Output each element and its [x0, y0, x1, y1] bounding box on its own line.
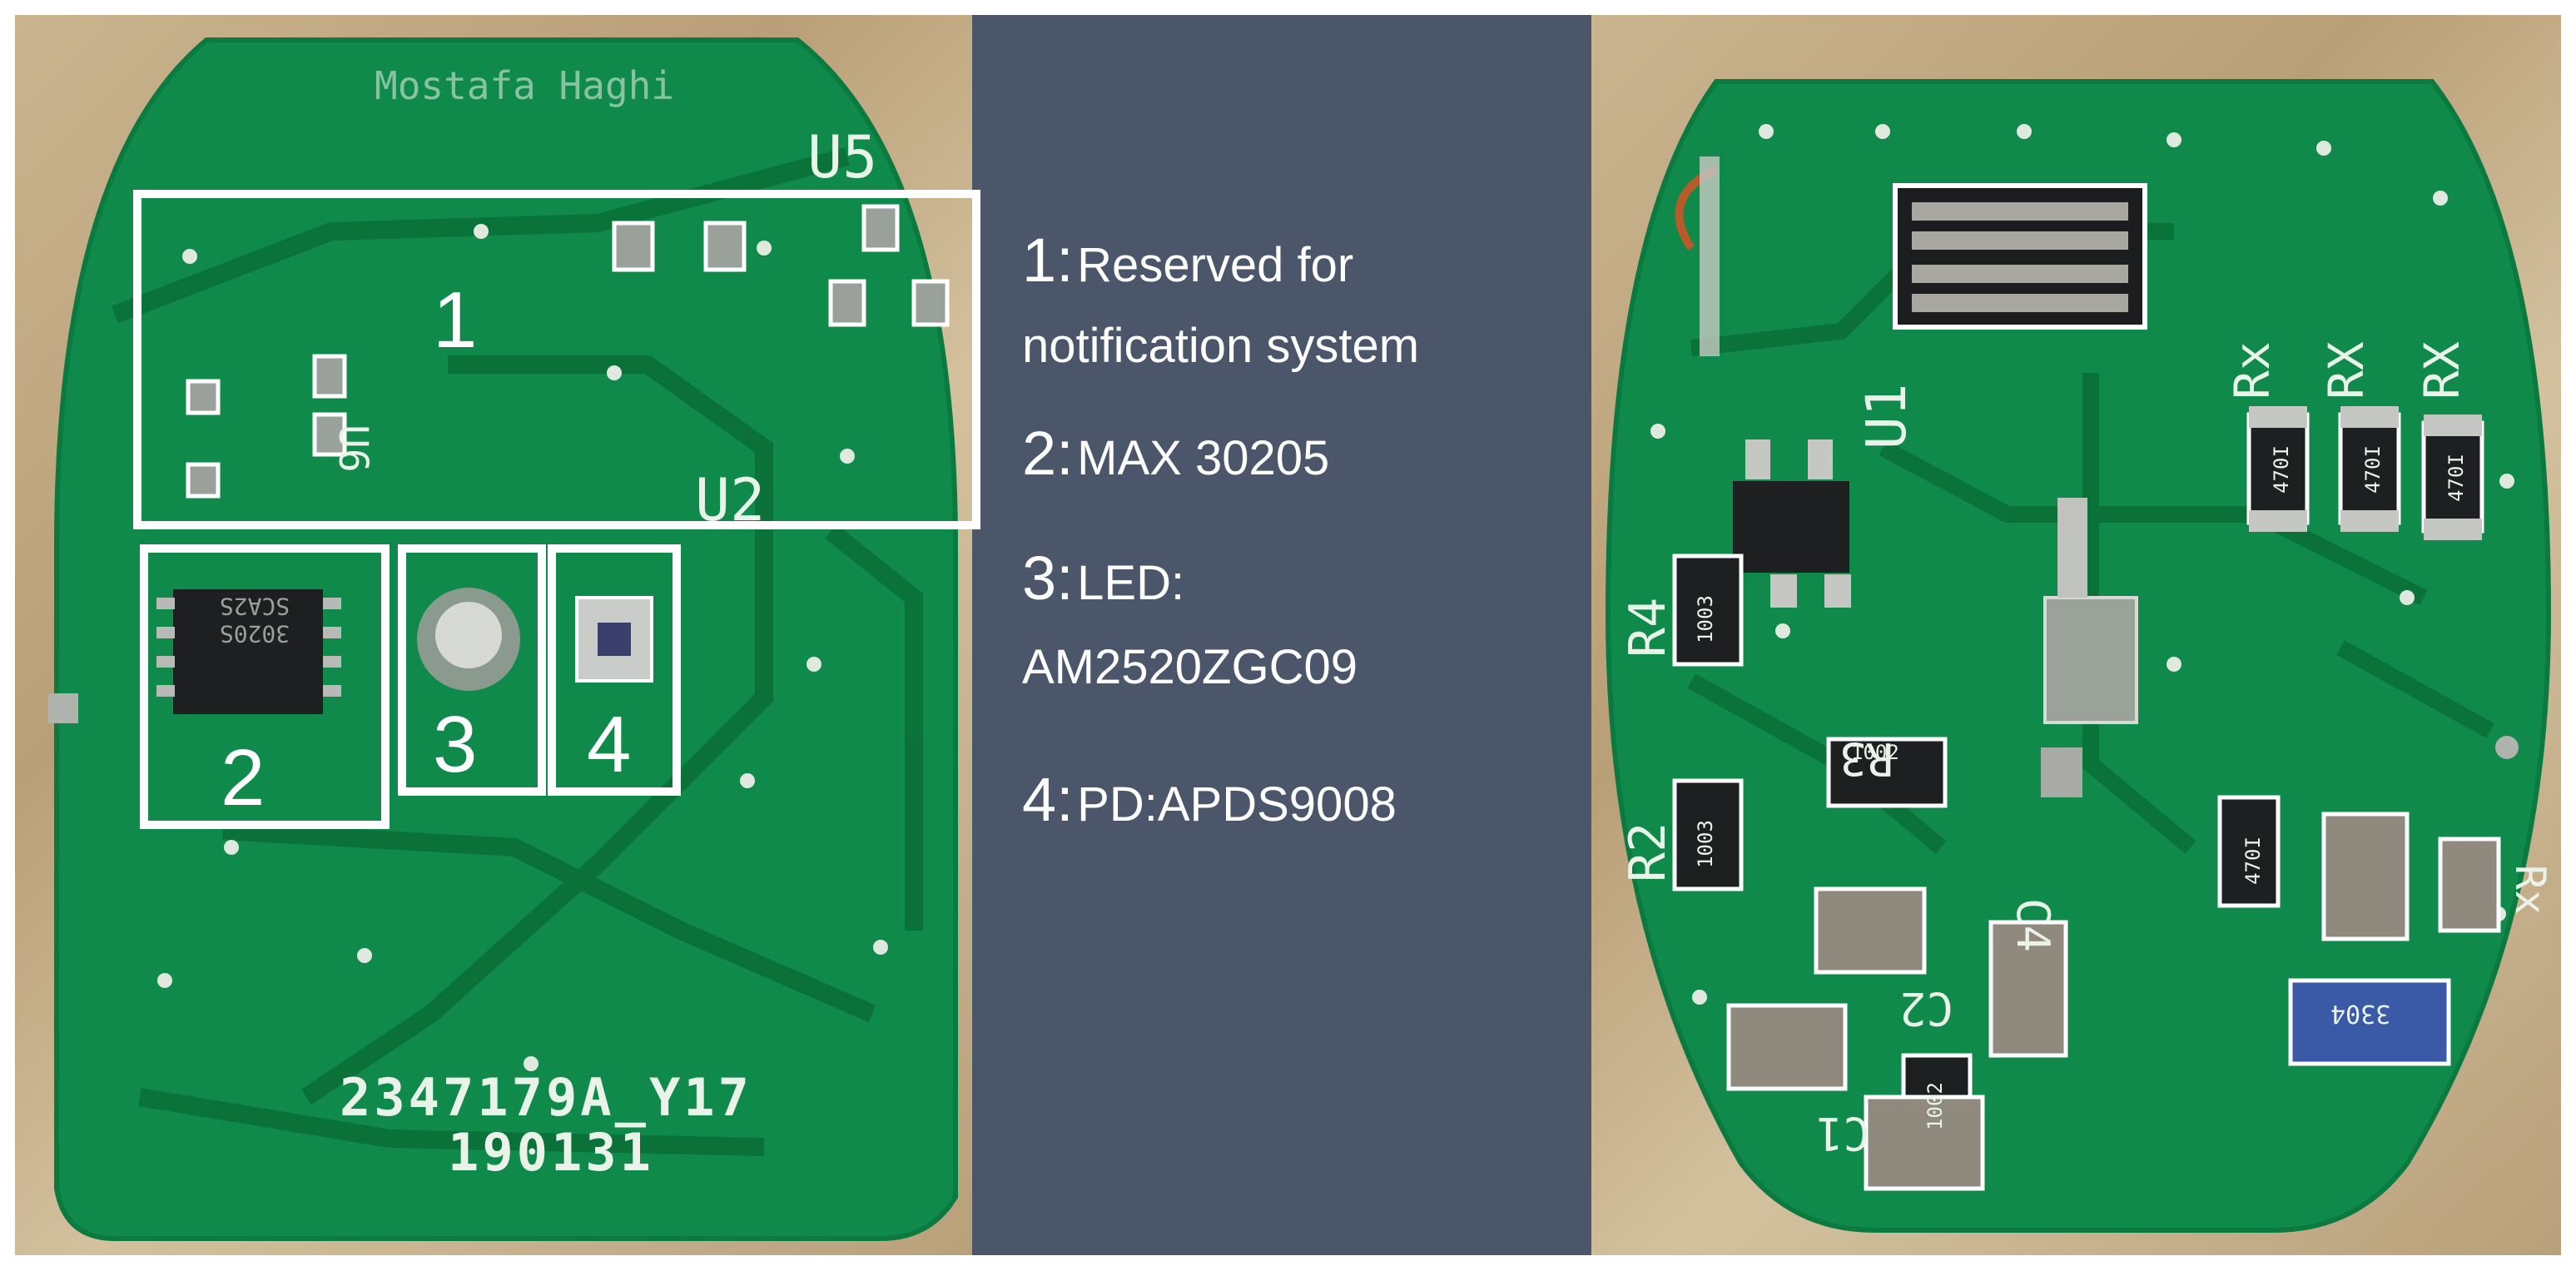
resistor-marking-8: 1002: [1923, 1082, 1947, 1130]
legend-item-2: 2: MAX 30205: [1022, 418, 1329, 489]
resistor-marking-1: 470I: [2269, 445, 2293, 494]
legend-item-1: 1: Reserved for: [1022, 225, 1353, 295]
silk-label-c2: C2: [1899, 982, 1954, 1035]
legend-text-3b: AM2520ZGC09: [1022, 640, 1357, 694]
silk-label-u1: U1: [1854, 383, 1918, 449]
legend-text-2: MAX 30205: [1077, 431, 1330, 485]
silk-label-c1: C1: [1816, 1107, 1871, 1159]
legend-text-1a: Reserved for: [1077, 238, 1354, 292]
legend-number-2: 2:: [1022, 419, 1074, 488]
silk-label-rx4: Rx: [2506, 864, 2555, 916]
resistor-marking-4: 1003: [1693, 595, 1717, 643]
silk-label-u5: U5: [807, 123, 878, 191]
resistor-marking-2: 470I: [2360, 445, 2385, 494]
pcb-top-side: [48, 37, 958, 1241]
annotation-number-4: 4: [587, 700, 632, 789]
silk-label-c4: C4: [2007, 897, 2060, 953]
legend-panel: [972, 15, 1591, 1255]
designer-silkscreen: Mostafa Haghi: [375, 63, 675, 108]
board-code-line2: 190131: [448, 1122, 654, 1183]
silk-label-r2: R2: [1619, 822, 1677, 882]
resistor-marking-6: 1003: [1693, 820, 1717, 868]
annotation-number-1: 1: [433, 276, 478, 365]
pcb-bottom-side: [1605, 79, 2552, 1233]
annotation-box-2: [140, 544, 390, 829]
silk-label-r4: R4: [1619, 597, 1677, 658]
silk-label-rx3: RX: [2414, 341, 2470, 400]
legend-item-4: 4: PD:APDS9008: [1022, 764, 1397, 835]
annotation-box-3: [398, 544, 546, 796]
legend-number-1: 1:: [1022, 226, 1074, 295]
resistor-marking-9: 3304: [2330, 999, 2391, 1028]
legend-item-3-cont: AM2520ZGC09: [1022, 639, 1357, 695]
legend-number-3: 3:: [1022, 544, 1074, 613]
annotation-box-4: [548, 544, 681, 796]
legend-text-3a: LED:: [1077, 556, 1185, 610]
resistor-marking-7: 470I: [2241, 837, 2265, 885]
silk-label-rx2: RX: [2318, 341, 2375, 400]
legend-item-1-cont: notification system: [1022, 318, 1419, 374]
board-code-line1: 2347179A_Y17: [340, 1067, 752, 1128]
annotation-number-3: 3: [433, 700, 478, 789]
legend-item-3: 3: LED:: [1022, 543, 1184, 613]
legend-number-4: 4:: [1022, 765, 1074, 834]
silk-label-rx1: Rx: [2224, 341, 2281, 400]
resistor-marking-5: 1002: [1851, 741, 1899, 764]
legend-text-1b: notification system: [1022, 319, 1420, 373]
legend-text-4: PD:APDS9008: [1077, 777, 1397, 832]
annotation-box-1: [133, 190, 980, 529]
annotation-number-2: 2: [221, 733, 266, 822]
resistor-marking-3: 470I: [2444, 454, 2468, 502]
